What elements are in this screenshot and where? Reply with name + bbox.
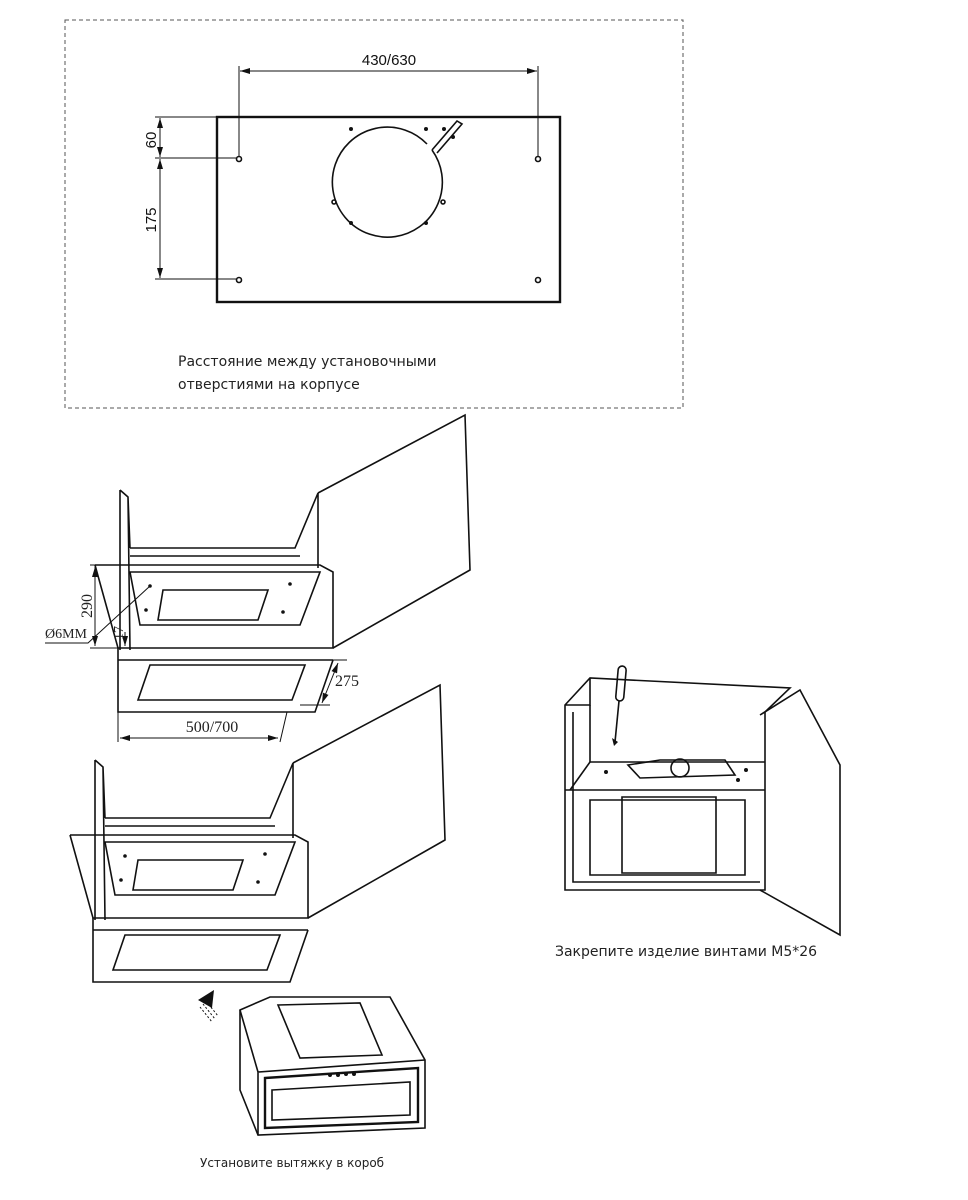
insert-hood-drawing: Установите вытяжку в короб [69, 684, 446, 1170]
hole-layout-caption-line2: отверстиями на корпусе [178, 377, 360, 393]
mounting-holes [235, 155, 542, 284]
depth-dimension: 275 [335, 673, 359, 690]
hole-layout-panel: 430/630 60 175 Расстояние между установо… [64, 19, 684, 409]
cabinet-height-dimension: 290 [79, 594, 96, 618]
fix-step-caption: Закрепите изделие винтами М5*26 [555, 944, 817, 960]
fix-screws-drawing: Закрепите изделие винтами М5*26 [555, 665, 841, 960]
hole-layout-caption-line1: Расстояние между установочными [178, 354, 436, 370]
insert-arrow-icon [198, 990, 219, 1023]
dashed-frame [64, 19, 684, 409]
duct-outlet-circle [331, 119, 464, 238]
range-hood-unit [239, 996, 426, 1136]
hole-spacing-dimension: 175 [143, 207, 160, 232]
width-dimension-cabinet: 500/700 [186, 719, 238, 736]
screwdriver-icon [612, 665, 627, 746]
install-step-caption: Установите вытяжку в короб [200, 1156, 384, 1170]
hood-top-plate [215, 115, 562, 304]
offset-dimension: 17 [112, 626, 127, 640]
top-offset-dimension: 60 [143, 132, 160, 149]
cabinet-dimensions-drawing: 290 Ø6MM 17 275 500/700 [45, 414, 471, 743]
width-dimension: 430/630 [362, 52, 416, 69]
hole-diameter-label: Ø6MM [45, 627, 88, 642]
